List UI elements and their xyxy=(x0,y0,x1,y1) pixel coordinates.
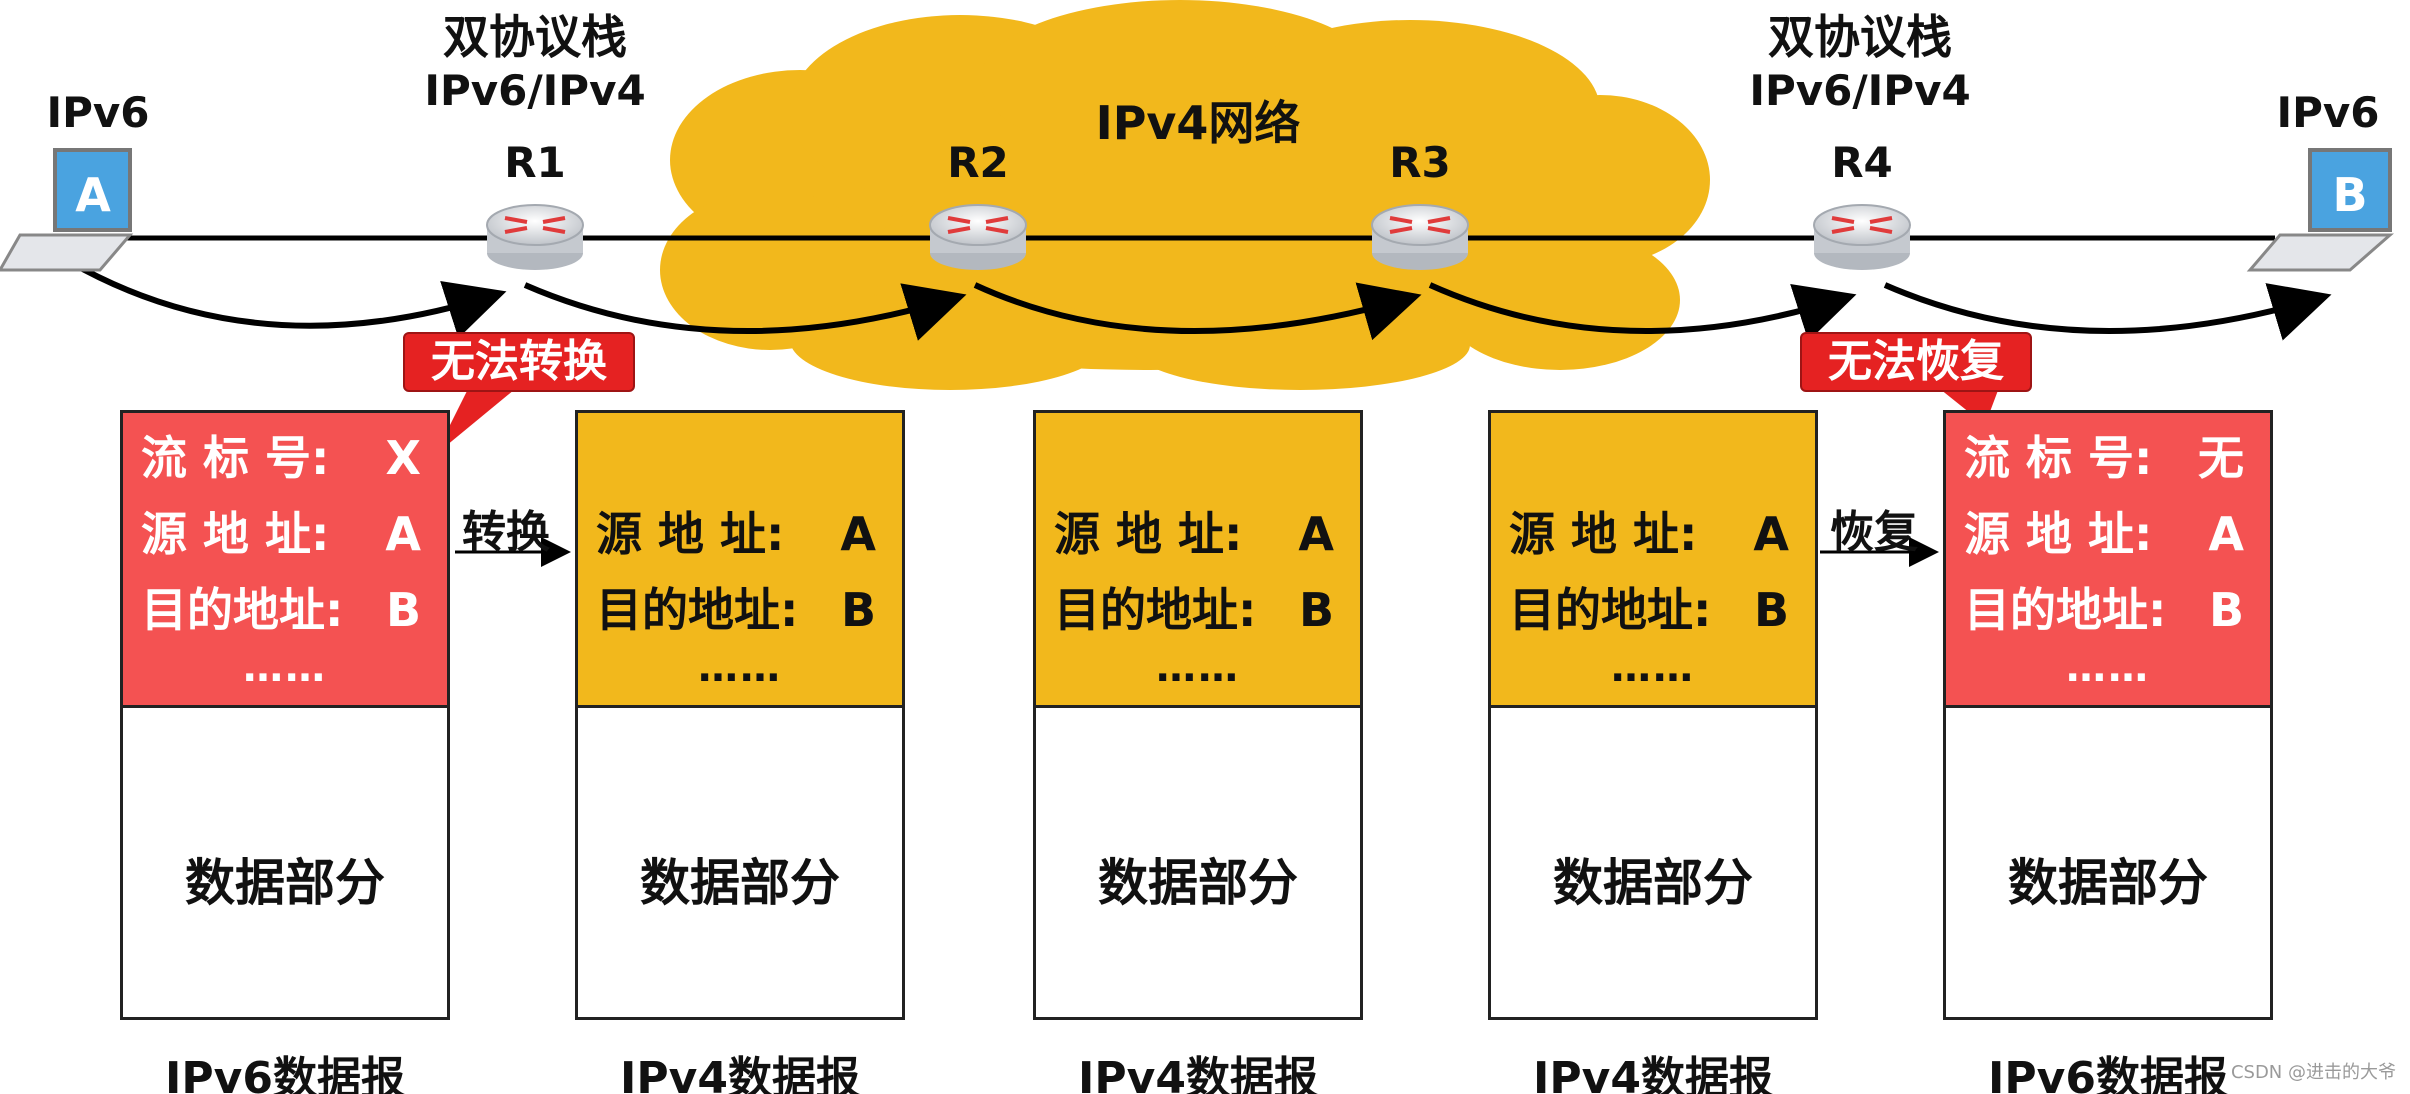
field-value: B xyxy=(1753,583,1789,637)
packet-caption: IPv4数据报 xyxy=(1533,1053,1773,1094)
packet-body-label: 数据部分 xyxy=(640,854,840,912)
flow-arrow-r1-r2 xyxy=(523,282,967,341)
header-ellipsis: …… xyxy=(1611,645,1695,691)
packet-body-label: 数据部分 xyxy=(1098,854,1298,912)
field-key: 源 地 址: xyxy=(1054,507,1243,561)
packet-caption: IPv6数据报 xyxy=(1988,1053,2228,1094)
packet-5: 流 标 号: 无源 地 址: A 目的地址: B …… 数据部分 xyxy=(1943,410,2273,1020)
field-value: B xyxy=(840,583,876,637)
packet-header: 流 标 号: 无源 地 址: A 目的地址: B …… xyxy=(1946,413,2270,708)
callout-convert-fail: 无法转换 xyxy=(403,332,635,392)
convert-label: 转换 xyxy=(462,507,550,558)
host-b-letter: B xyxy=(2332,168,2368,222)
field-value: A xyxy=(1753,507,1789,561)
field-value: A xyxy=(840,507,876,561)
field-value: B xyxy=(385,583,421,637)
flow-arrows xyxy=(68,259,2332,342)
field-key: 目的地址: xyxy=(141,583,344,637)
header-ellipsis: …… xyxy=(2066,645,2150,691)
router-r3-icon xyxy=(1371,204,1469,270)
field-value: 无 xyxy=(2198,431,2244,485)
router-r1-icon xyxy=(486,204,584,270)
packet-3: 源 地 址: A 目的地址: B …… 数据部分 xyxy=(1033,410,1363,1020)
field-key: 源 地 址: xyxy=(596,507,785,561)
dual-stack-left-proto: IPv6/IPv4 xyxy=(424,66,646,115)
field-value: A xyxy=(2208,507,2244,561)
router-r4-icon xyxy=(1813,204,1911,270)
flow-arrow-a-r1 xyxy=(68,259,507,339)
field-key: 目的地址: xyxy=(1964,583,2167,637)
router-label-r3: R3 xyxy=(1389,138,1451,187)
field-key: 流 标 号: xyxy=(1964,431,2153,485)
watermark: CSDN @进击的大爷 xyxy=(2230,1062,2396,1083)
field-key: 源 地 址: xyxy=(141,507,330,561)
router-r2-icon xyxy=(929,204,1027,270)
packet-4: 源 地 址: A 目的地址: B …… 数据部分 xyxy=(1488,410,1818,1020)
packet-header: 流 标 号: X 源 地 址: A 目的地址: B …… xyxy=(123,413,447,708)
router-label-r2: R2 xyxy=(947,138,1009,187)
field-value: B xyxy=(1298,583,1334,637)
dual-stack-left-label: 双协议栈 xyxy=(443,10,627,64)
packet-caption: IPv6数据报 xyxy=(165,1053,405,1094)
field-key: 源 地 址: xyxy=(1964,507,2153,561)
packet-2: 源 地 址: A 目的地址: B …… 数据部分 xyxy=(575,410,905,1020)
field-key: 目的地址: xyxy=(1509,583,1712,637)
header-ellipsis: …… xyxy=(243,645,327,691)
packet-caption: IPv4数据报 xyxy=(1078,1053,1318,1094)
flow-arrow-r2-r3 xyxy=(973,282,1422,341)
packet-body-label: 数据部分 xyxy=(185,854,385,912)
router-label-r1: R1 xyxy=(504,138,566,187)
field-key: 目的地址: xyxy=(1054,583,1257,637)
field-key: 源 地 址: xyxy=(1509,507,1698,561)
field-value: A xyxy=(1298,507,1334,561)
packet-1: 流 标 号: X 源 地 址: A 目的地址: B …… 数据部分 xyxy=(120,410,450,1020)
packet-body-label: 数据部分 xyxy=(2008,854,2208,912)
packet-header: 源 地 址: A 目的地址: B …… xyxy=(1491,413,1815,708)
field-value: B xyxy=(2208,583,2244,637)
packet-body-label: 数据部分 xyxy=(1553,854,1753,912)
dual-stack-right-proto: IPv6/IPv4 xyxy=(1749,66,1971,115)
field-value: X xyxy=(385,431,421,485)
field-key: 目的地址: xyxy=(596,583,799,637)
host-a-type: IPv6 xyxy=(46,88,150,137)
packet-header: 源 地 址: A 目的地址: B …… xyxy=(1036,413,1360,708)
flow-arrow-r4-b xyxy=(1883,282,2332,341)
field-value: A xyxy=(385,507,421,561)
packet-header: 源 地 址: A 目的地址: B …… xyxy=(578,413,902,708)
field-key: 流 标 号: xyxy=(141,431,330,485)
laptop-b-icon xyxy=(2246,148,2394,272)
host-b-type: IPv6 xyxy=(2276,88,2380,137)
host-a-letter: A xyxy=(75,168,111,222)
packet-caption: IPv4数据报 xyxy=(620,1053,860,1094)
ipv4-network-label: IPv4网络 xyxy=(1095,96,1301,150)
router-label-r4: R4 xyxy=(1831,138,1893,187)
header-ellipsis: …… xyxy=(698,645,782,691)
dual-stack-right-label: 双协议栈 xyxy=(1768,10,1952,64)
restore-label: 恢复 xyxy=(1830,507,1918,558)
header-ellipsis: …… xyxy=(1156,645,1240,691)
flow-arrow-r3-r4 xyxy=(1428,282,1857,342)
callout-restore-fail: 无法恢复 xyxy=(1800,332,2032,392)
callout-tail-convert xyxy=(435,385,520,455)
laptop-a-icon xyxy=(0,148,134,272)
